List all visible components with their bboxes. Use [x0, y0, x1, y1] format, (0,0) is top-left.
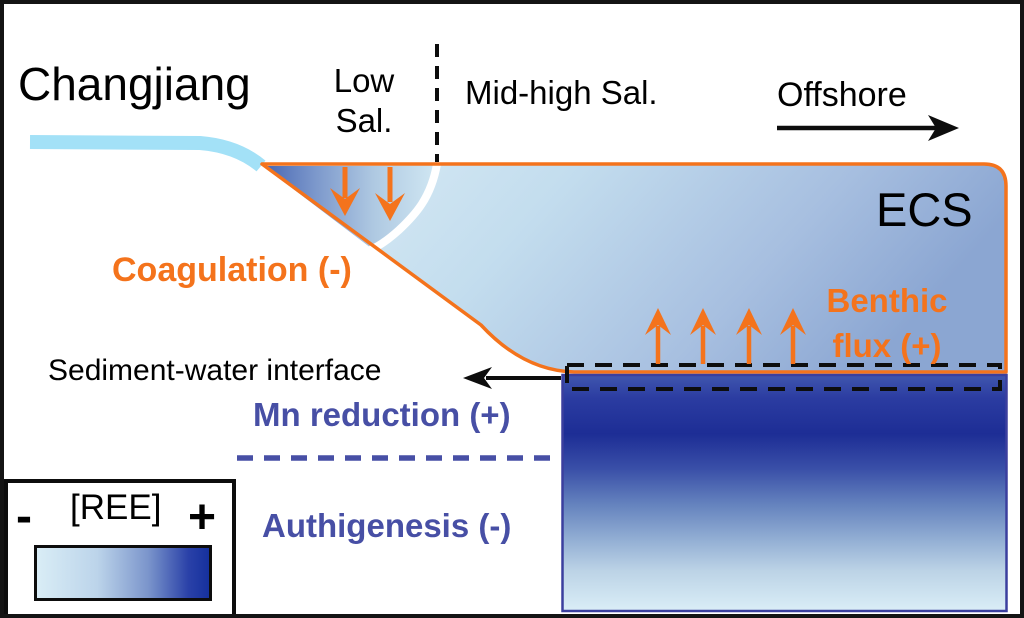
river-name-label: Changjiang — [18, 58, 251, 110]
ree-concentration-legend — [4, 479, 236, 618]
water-outline — [260, 162, 1008, 374]
interface-pointer-arrow-icon — [463, 367, 561, 389]
benthic-flux-up-arrows-icon — [645, 308, 806, 364]
legend-minus-label: - — [16, 490, 32, 543]
sediment-water-interface-label: Sediment-water interface — [48, 354, 382, 387]
ree-color-scale-bar — [34, 545, 212, 601]
offshore-label: Offshore — [777, 76, 907, 114]
offshore-arrow-icon — [777, 115, 959, 141]
low-salinity-label: Low Sal. — [333, 62, 395, 140]
sea-name-label: ECS — [876, 183, 973, 236]
legend-quantity-label: [REE] — [70, 488, 162, 527]
coagulation-down-arrows-icon — [330, 167, 405, 221]
changjiang-river-band — [29, 135, 266, 172]
benthic-flux-process-label: Benthic flux (+) — [826, 282, 948, 364]
sediment-column — [561, 373, 1008, 613]
sea-water-body — [262, 164, 1006, 372]
legend-plus-label: + — [188, 491, 217, 544]
coagulation-process-label: Coagulation (-) — [112, 251, 352, 289]
mid-high-salinity-label: Mid-high Sal. — [465, 74, 658, 111]
authigenesis-process-label: Authigenesis (-) — [262, 507, 512, 544]
sediment-water-interface-dashed-box — [565, 363, 1002, 391]
salinity-front-band — [368, 160, 441, 253]
mn-reduction-process-label: Mn reduction (+) — [253, 396, 511, 433]
